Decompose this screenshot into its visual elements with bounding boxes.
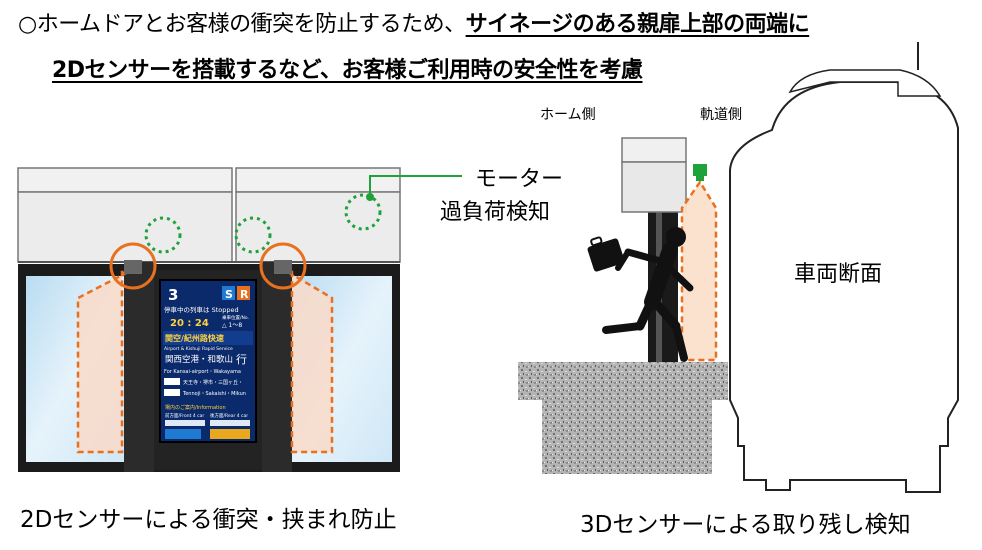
door-head-section xyxy=(622,138,686,212)
signage-car-pos: △ 1～8 xyxy=(222,322,242,329)
sensor-beam-left xyxy=(78,272,128,452)
track-side-label: 軌道側 xyxy=(700,104,742,124)
platform-base xyxy=(518,362,728,474)
signage-display: 3 S R 停車中の列車は Stopped 乗車位置/No. 20 : 24 △… xyxy=(160,280,256,442)
callout-overload-label: 過負荷検知 xyxy=(440,194,550,226)
3d-sensor xyxy=(693,164,707,176)
3d-sensor-beam xyxy=(682,182,716,360)
right-caption: 3Dセンサーによる取り残し検知 xyxy=(580,505,911,539)
platform-side-label: ホーム側 xyxy=(540,104,596,124)
signage-stopped-line: 停車中の列車は Stopped xyxy=(164,305,239,314)
signage-time: 20 : 24 xyxy=(170,318,209,329)
signage-destination-en: For Kansai-airport・Wakayama xyxy=(164,369,241,375)
2d-sensor-right xyxy=(274,260,292,274)
signage-dest-suffix: 行 xyxy=(236,353,247,366)
2d-sensor-left xyxy=(124,260,142,274)
left-caption: 2Dセンサーによる衝突・挟まれ防止 xyxy=(20,500,397,534)
signage-stops: 天王寺・堺市・三国ヶ丘・ xyxy=(183,379,243,386)
signage-train-type-en: Airport & Kishuji Rapid Service xyxy=(164,346,233,352)
signage-track-number: 3 xyxy=(168,286,178,304)
signage-info-right: 後方面/Rear 4 car xyxy=(210,412,248,419)
sensor-beam-right xyxy=(288,272,332,452)
signage-info-left: 前方面/Front 4 car xyxy=(165,412,204,419)
door-header xyxy=(18,168,400,262)
signage-destination: 関西空港・和歌山 xyxy=(165,354,233,365)
car-section-label: 車両断面 xyxy=(794,256,882,288)
signage-badge-s: S xyxy=(225,288,233,301)
signage-car-pos-label: 乗車位置/No. xyxy=(222,314,249,321)
signage-stops-en: Tennoji・Sakaishi・Mikun xyxy=(182,391,246,397)
callout-motor-label: モーター xyxy=(475,161,563,193)
signage-train-type: 関空/紀州路快速 xyxy=(165,333,224,343)
signage-badge-r: R xyxy=(240,288,249,301)
signage-info-header: 場内のご案内/Information xyxy=(165,404,226,411)
